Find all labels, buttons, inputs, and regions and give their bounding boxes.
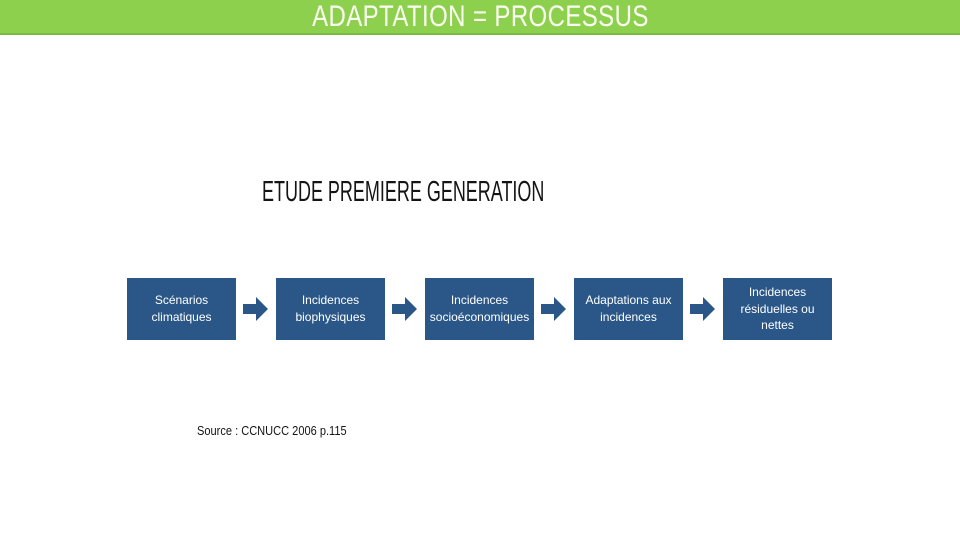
arrow-right-icon: [690, 297, 715, 321]
process-step-incidences-socioeconomiques: Incidences socioéconomiques: [425, 278, 534, 340]
arrow-right-icon: [541, 297, 566, 321]
process-step-label: Incidences résiduelles ou nettes: [740, 284, 815, 333]
arrow-right-icon: [243, 297, 268, 321]
process-step-incidences-biophysiques: Incidences biophysiques: [276, 278, 385, 340]
source-caption: Source : CCNUCC 2006 p.115: [197, 423, 347, 438]
flow-connector: [534, 278, 574, 340]
process-step-label: Scénarios climatiques: [151, 293, 212, 324]
slide-title-bar: ADAPTATION = PROCESSUS: [0, 0, 960, 35]
process-step-label: Incidences socioéconomiques: [429, 293, 530, 324]
process-step-adaptations-aux-incidences: Adaptations aux incidences: [574, 278, 683, 340]
flow-connector: [683, 278, 723, 340]
process-flow-diagram: Scénarios climatiques Incidences biophys…: [127, 278, 832, 340]
process-step-label: Adaptations aux incidences: [585, 293, 672, 324]
slide-title: ADAPTATION = PROCESSUS: [311, 0, 649, 33]
arrow-right-icon: [392, 297, 417, 321]
process-step-incidences-residuelles: Incidences résiduelles ou nettes: [723, 278, 832, 340]
flow-connector: [385, 278, 425, 340]
process-step-label: Incidences biophysiques: [295, 293, 366, 324]
process-step-scenarios-climatiques: Scénarios climatiques: [127, 278, 236, 340]
section-heading: ETUDE PREMIERE GENERATION: [262, 176, 545, 208]
flow-connector: [236, 278, 276, 340]
